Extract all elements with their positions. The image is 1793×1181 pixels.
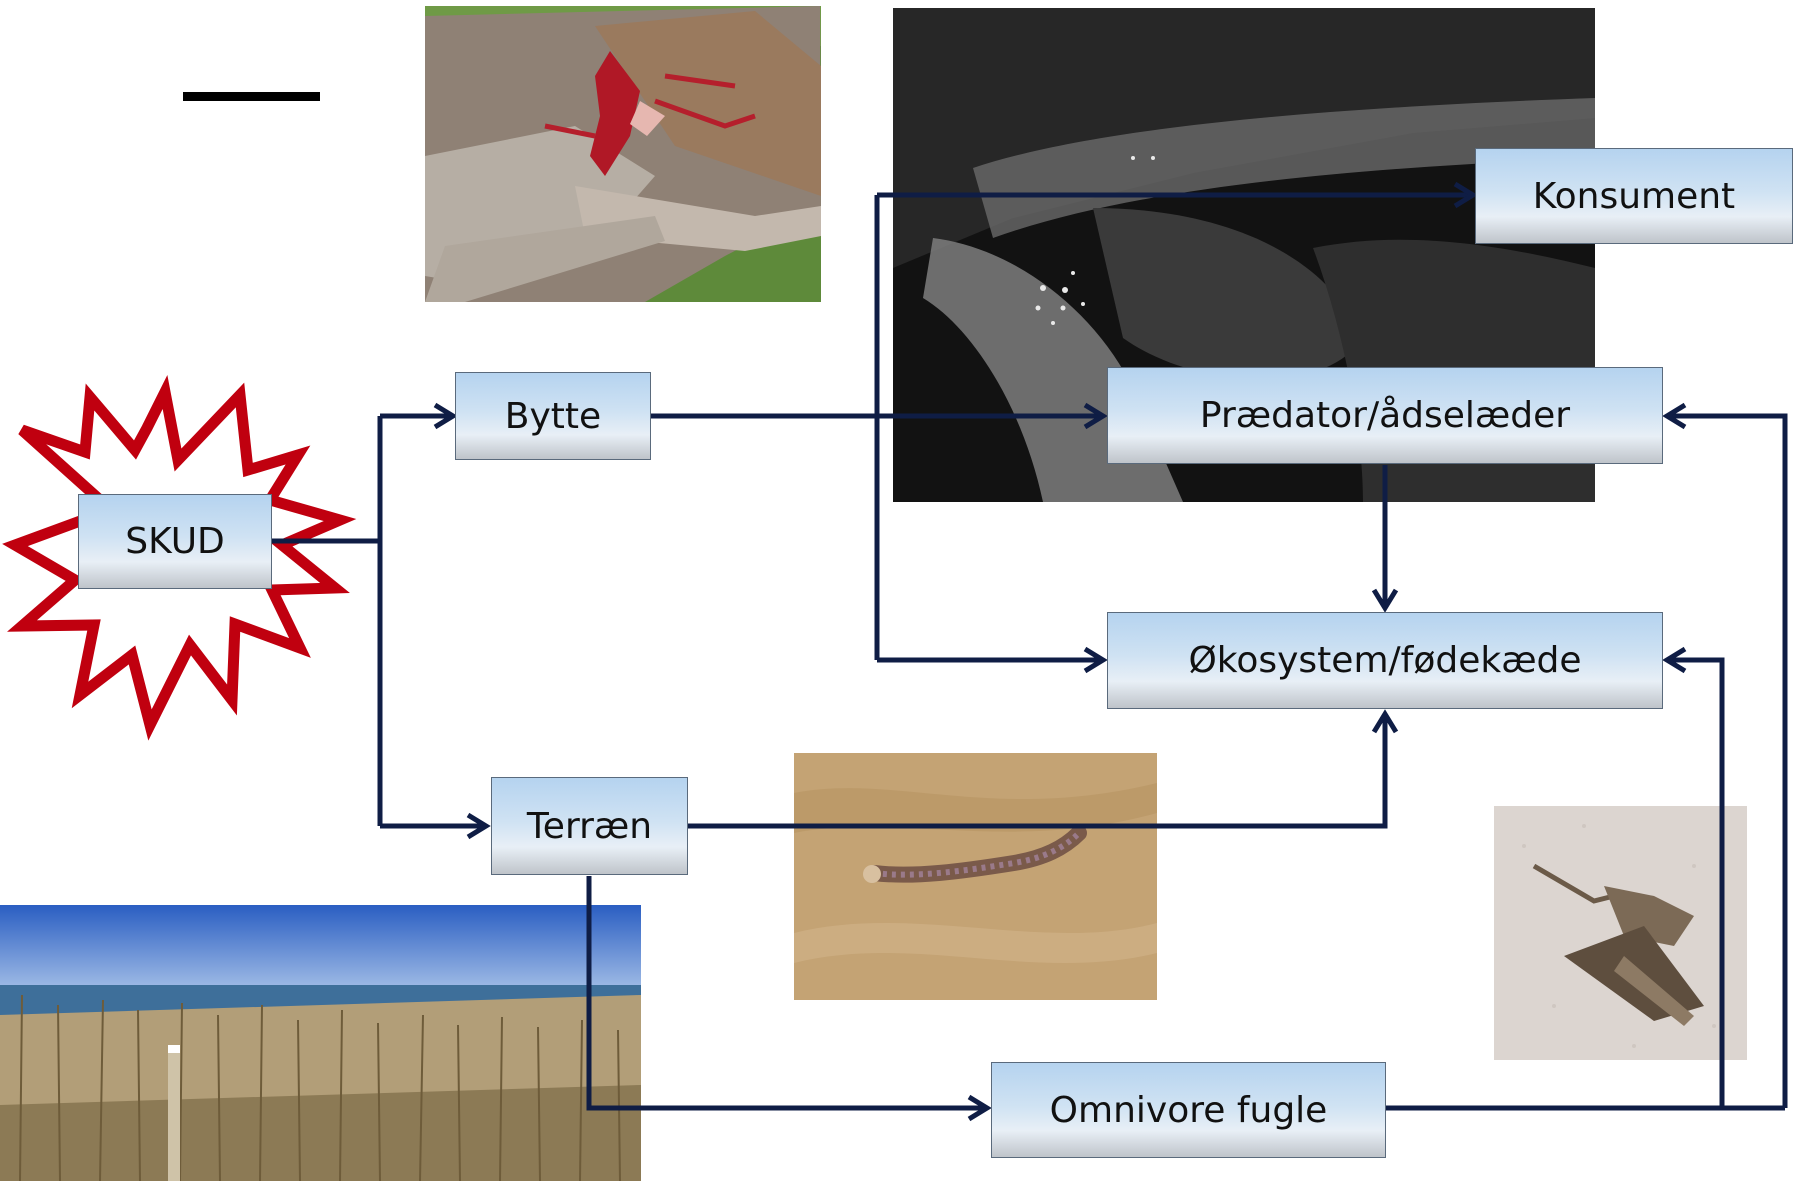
node-terraen: Terræn — [491, 777, 688, 875]
node-praedator: Prædator/ådselæder — [1107, 367, 1663, 464]
node-bytte: Bytte — [455, 372, 651, 460]
node-konsument: Konsument — [1475, 148, 1793, 244]
node-skud: SKUD — [78, 494, 272, 589]
node-oekosystem: Økosystem/fødekæde — [1107, 612, 1663, 709]
node-omnivore-label: Omnivore fugle — [1050, 1090, 1328, 1131]
node-omnivore: Omnivore fugle — [991, 1062, 1386, 1158]
node-konsument-label: Konsument — [1533, 176, 1735, 217]
node-praedator-label: Prædator/ådselæder — [1200, 395, 1570, 436]
node-oekosystem-label: Økosystem/fødekæde — [1188, 640, 1581, 681]
node-skud-label: SKUD — [125, 521, 225, 562]
node-terraen-label: Terræn — [527, 806, 652, 847]
node-bytte-label: Bytte — [505, 396, 601, 437]
